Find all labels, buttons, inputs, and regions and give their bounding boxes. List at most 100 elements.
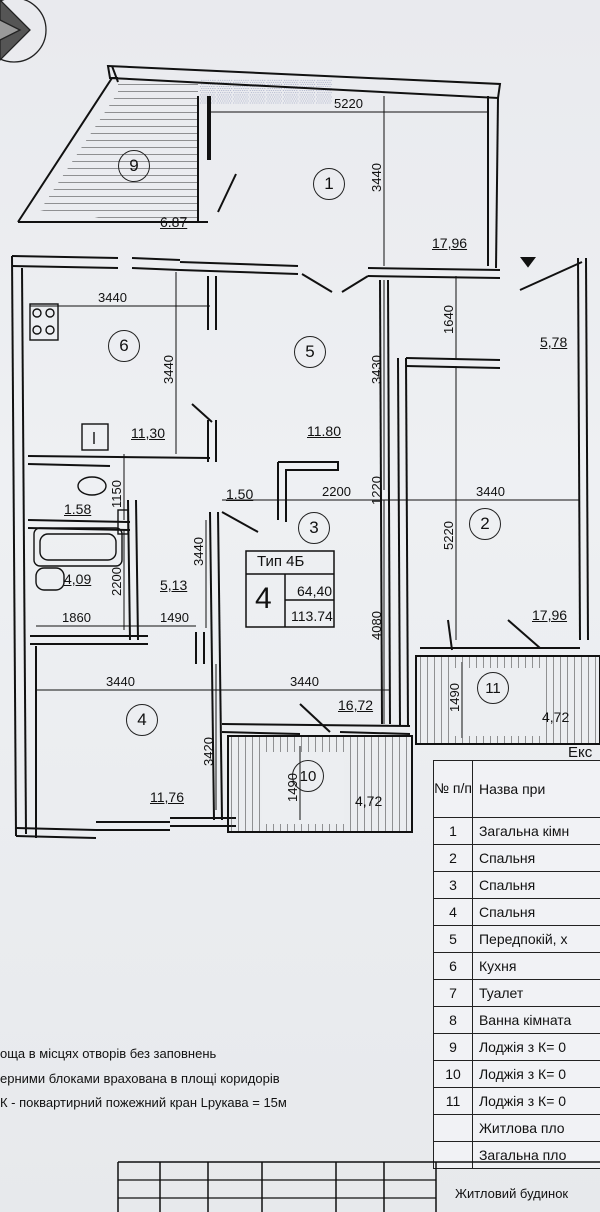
legend-name: Кухня	[471, 952, 600, 980]
legend-num: 1	[433, 817, 473, 845]
legend-name: Передпокій, х	[471, 925, 600, 953]
legend-name: Лоджія з К= 0	[471, 1033, 600, 1061]
dim-1860: 1860	[62, 610, 91, 625]
legend-num: 7	[433, 979, 473, 1007]
type-living-area: 64,40	[297, 583, 333, 599]
legend-num: 10	[433, 1060, 473, 1088]
fixtures	[29, 303, 129, 591]
legend-num: 11	[433, 1087, 473, 1115]
dim-3440-r3: 3440	[290, 674, 319, 689]
dim-1640: 1640	[441, 305, 456, 334]
dim-3440-r2: 3440	[476, 484, 505, 499]
dim-1490-l11: 1490	[447, 683, 462, 712]
side-label: Екс	[568, 744, 593, 761]
legend-name: Спальня	[471, 898, 600, 926]
type-total-area: 113.74	[291, 608, 333, 624]
room-number-2: 2	[469, 508, 501, 540]
area-room-3: 16,72	[338, 697, 374, 713]
area-corridor: 5,13	[160, 577, 188, 593]
type-title: Тип 4Б	[257, 553, 305, 570]
dim-1150: 1150	[109, 480, 124, 508]
note-line-3: К - поквартирний пожежний кран Lрукава =…	[0, 1095, 287, 1110]
table-row: Загальна пло	[433, 1141, 600, 1169]
room-number-1: 1	[313, 168, 345, 200]
legend-header-num: № п/п	[433, 760, 473, 818]
legend-num: 9	[433, 1033, 473, 1061]
footer-title: Житловий будинок	[455, 1186, 569, 1201]
type-room-count: 4	[255, 582, 272, 615]
legend-name: Лоджія з К= 0	[471, 1087, 600, 1115]
dim-3420: 3420	[201, 737, 216, 766]
room-number-3: 3	[298, 512, 330, 544]
note-line-2: ерними блоками врахована в площі коридор…	[0, 1071, 280, 1086]
legend-name: Загальна пло	[471, 1141, 600, 1169]
legend-name: Спальня	[471, 871, 600, 899]
dim-3440-r1: 3440	[369, 163, 384, 192]
dim-3440-r3v: 3440	[191, 537, 206, 566]
compass-fragment	[0, 0, 47, 63]
dim-1220: 1220	[369, 476, 384, 505]
apartment-type-box: Тип 4Б 4 64,40 113.74	[245, 550, 335, 628]
type-box-frame	[245, 550, 335, 628]
legend-num: 6	[433, 952, 473, 980]
table-row: Житлова пло	[433, 1114, 600, 1142]
legend-name: Спальня	[471, 844, 600, 872]
dim-4080: 4080	[369, 611, 384, 640]
legend-name: Лоджія з К= 0	[471, 1060, 600, 1088]
room-number-9: 9	[118, 150, 150, 182]
area-right-small: 5,78	[540, 334, 568, 350]
dim-1490-l10: 1490	[285, 773, 300, 802]
legend-header-row: № п/п Назва при	[433, 760, 600, 818]
dim-3440-r4: 3440	[106, 674, 135, 689]
legend-num: 8	[433, 1006, 473, 1034]
room-number-4: 4	[126, 704, 158, 736]
room-number-6: 6	[108, 330, 140, 362]
area-room-6: 11,30	[131, 425, 165, 441]
legend-num: 4	[433, 898, 473, 926]
area-hall-small: 1.50	[226, 486, 254, 502]
dim-3440-kitchen: 3440	[98, 290, 127, 305]
note-line-1: оща в місцях отворів без заповнень	[0, 1046, 217, 1061]
area-room-10: 4,72	[355, 793, 383, 809]
legend-name: Ванна кімната	[471, 1006, 600, 1034]
loggia-9	[17, 65, 209, 223]
area-room-11: 4,72	[542, 709, 570, 725]
area-room-1: 17,96	[432, 235, 468, 251]
walls	[11, 64, 589, 839]
dim-2200-v: 2200	[109, 567, 124, 596]
legend-num: 3	[433, 871, 473, 899]
dim-3440-kitchen-v: 3440	[161, 355, 176, 384]
legend-num	[433, 1114, 473, 1142]
area-room-8: 4,09	[64, 571, 92, 587]
area-room-5: 11.80	[307, 423, 341, 439]
room-number-10: 10	[292, 760, 324, 792]
area-room-2: 17,96	[532, 607, 568, 623]
loggia-11	[415, 655, 600, 745]
legend-num: 2	[433, 844, 473, 872]
legend-name: Загальна кімн	[471, 817, 600, 845]
dim-3430: 3430	[369, 355, 384, 384]
dim-2200-h: 2200	[322, 484, 351, 499]
dim-5220-top: 5220	[334, 96, 363, 111]
dim-5220-r2: 5220	[441, 521, 456, 550]
room-number-11: 11	[477, 672, 509, 704]
legend-num: 5	[433, 925, 473, 953]
dim-1490-h: 1490	[160, 610, 189, 625]
legend-name: Туалет	[471, 979, 600, 1007]
legend-header-name: Назва при	[471, 760, 600, 818]
room-number-5: 5	[294, 336, 326, 368]
